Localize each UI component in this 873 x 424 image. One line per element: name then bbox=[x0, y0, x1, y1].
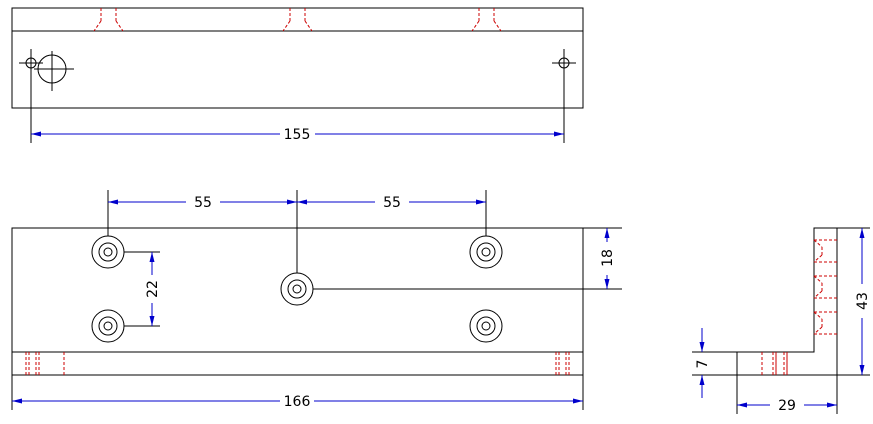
dimension-43: 43 bbox=[837, 227, 871, 376]
front-hole-top-right bbox=[469, 235, 503, 269]
top-large-hole bbox=[34, 51, 74, 91]
front-view: 55 55 22 18 bbox=[11, 190, 622, 410]
dimension-18-label: 18 bbox=[600, 249, 616, 267]
dimension-22: 22 bbox=[124, 251, 161, 327]
front-hole-bottom-left bbox=[91, 309, 125, 343]
dimension-43-label: 43 bbox=[855, 292, 871, 310]
dimension-7-label: 7 bbox=[695, 360, 711, 369]
dimension-29: 29 bbox=[736, 375, 838, 414]
front-hole-bottom-right bbox=[469, 309, 503, 343]
top-view: 155 bbox=[11, 7, 584, 143]
dimension-55-left-label: 55 bbox=[194, 195, 212, 211]
side-hidden-features bbox=[813, 239, 837, 335]
dimension-166: 166 bbox=[11, 375, 584, 410]
top-hidden-hole-3 bbox=[471, 8, 502, 32]
dimension-155-label: 155 bbox=[284, 127, 311, 143]
dimension-55-right-label: 55 bbox=[383, 195, 401, 211]
front-hole-center bbox=[280, 272, 314, 306]
dimension-29-label: 29 bbox=[778, 398, 796, 414]
dimension-7: 7 bbox=[692, 328, 737, 398]
front-hidden-slot-left bbox=[25, 352, 65, 375]
side-hidden-base-slots bbox=[761, 352, 788, 375]
dimension-155: 155 bbox=[30, 77, 565, 143]
front-hidden-slot-right bbox=[555, 352, 570, 375]
dimension-166-label: 166 bbox=[284, 394, 311, 410]
dimension-18: 18 bbox=[313, 227, 622, 290]
dimension-22-label: 22 bbox=[145, 280, 161, 298]
dimension-55-left: 55 bbox=[108, 195, 297, 211]
top-hidden-hole-2 bbox=[282, 8, 313, 32]
top-view-outline bbox=[11, 7, 584, 109]
top-right-small-hole bbox=[552, 49, 576, 77]
top-hidden-hole-1 bbox=[93, 8, 124, 32]
side-view: 43 7 29 bbox=[692, 227, 871, 414]
dimension-55-right: 55 bbox=[297, 195, 486, 211]
front-hole-top-left bbox=[91, 235, 125, 269]
